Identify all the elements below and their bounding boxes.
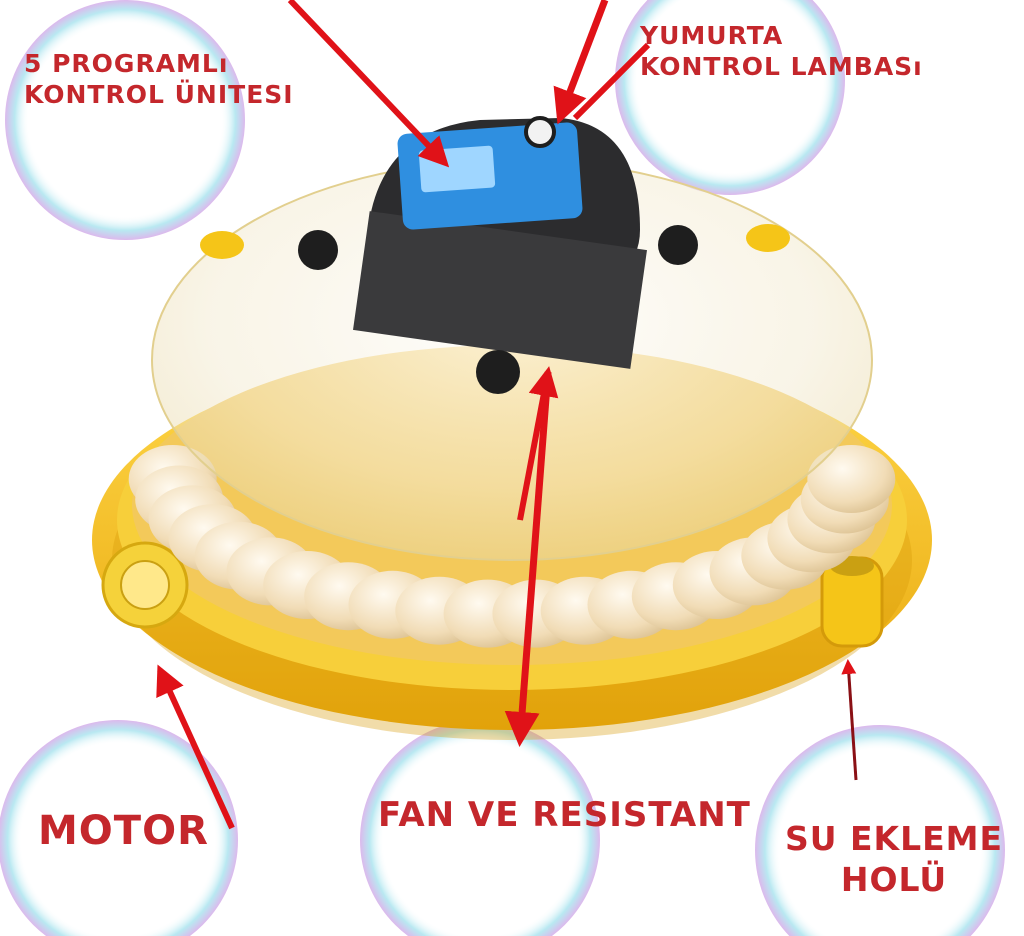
label-egg-lamp: YUMURTA KONTROL LAMBASı [640, 20, 923, 83]
egg-group [128, 445, 896, 648]
ring-decoration [5, 0, 245, 240]
arrow-water [841, 659, 858, 781]
latch-left [200, 231, 244, 259]
label-water-hole: SU EKLEME HOLÜ [784, 818, 1004, 901]
label-fan: FAN VE RESISTANT [378, 795, 751, 835]
arrow-egg-lamp-2 [572, 42, 651, 121]
label-water-hole-line1: SU EKLEME [784, 819, 1004, 858]
label-egg-lamp-line1: YUMURTA [640, 21, 784, 50]
label-control-unit-line2: KONTROL ÜNITESI [24, 80, 294, 110]
label-control-unit-line1: 5 PROGRAMLı [24, 49, 229, 78]
label-control-unit: 5 PROGRAMLı KONTROL ÜNITESI [24, 48, 294, 111]
label-water-hole-line2: HOLÜ [840, 860, 948, 900]
fan-bracket [353, 211, 647, 369]
egg-lamp-light [524, 116, 556, 148]
control-knob [298, 230, 338, 270]
arrow-fan-down [504, 371, 552, 747]
label-motor: MOTOR [38, 808, 209, 854]
ring-decoration [360, 720, 600, 936]
control-knob [476, 350, 520, 394]
arrow-egg-lamp [553, 0, 609, 125]
latch-right [746, 224, 790, 252]
control-knob [658, 225, 698, 265]
egg [807, 445, 896, 513]
lcd-screen [418, 145, 496, 193]
ring-decoration [615, 0, 845, 195]
motor-gear [120, 560, 170, 610]
ring-decoration [0, 720, 238, 936]
label-egg-lamp-line2: KONTROL LAMBASı [640, 52, 923, 82]
ring-decoration [755, 725, 1005, 936]
arrow-control-unit [287, 0, 450, 168]
arrow-motor [156, 664, 235, 830]
